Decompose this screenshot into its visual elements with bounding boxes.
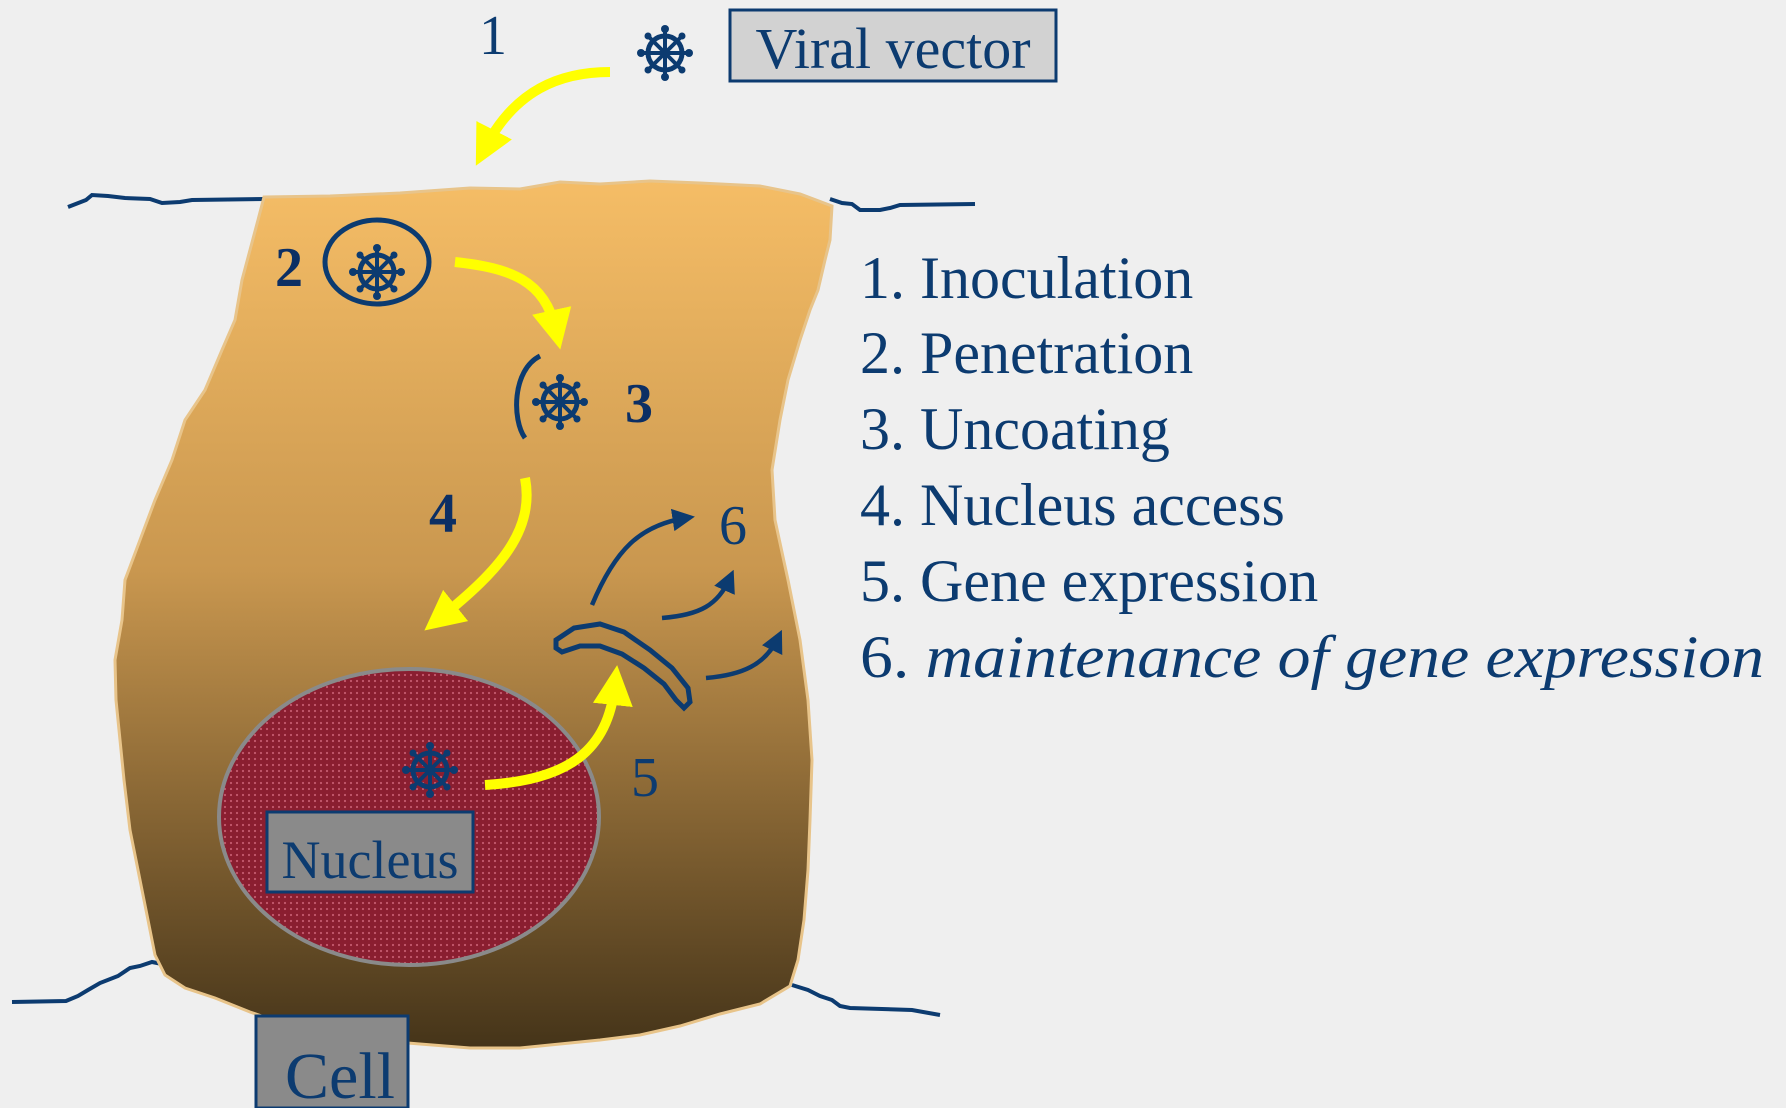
- steps-legend: 1. Inoculation 2. Penetration 3. Uncoati…: [860, 245, 1764, 690]
- step-number-2: 2: [275, 237, 303, 299]
- step-number-4: 4: [429, 483, 457, 545]
- legend-item-5: 5. Gene expression: [860, 548, 1318, 614]
- membrane-line-top-right: [830, 199, 975, 210]
- virus-icon: [637, 25, 693, 81]
- nucleus-label: Nucleus: [282, 830, 459, 890]
- step-number-1: 1: [479, 5, 507, 67]
- legend-item-6: 6. maintenance of gene expression: [860, 624, 1764, 690]
- step-number-6: 6: [719, 495, 747, 557]
- legend-item-6-prefix: 6.: [860, 624, 926, 690]
- step-number-5: 5: [631, 747, 659, 809]
- legend-item-1: 1. Inoculation: [860, 245, 1193, 311]
- legend-item-2: 2. Penetration: [860, 320, 1193, 386]
- viral-vector-label: Viral vector: [755, 16, 1030, 81]
- legend-item-6-text: maintenance of gene expression: [926, 624, 1764, 690]
- step-number-3: 3: [625, 373, 653, 435]
- membrane-line-bottom-right: [792, 985, 940, 1015]
- membrane-line-bottom-left: [12, 962, 162, 1002]
- legend-item-4: 4. Nucleus access: [860, 472, 1285, 538]
- arrow-inoculation-icon: [485, 72, 610, 148]
- cell-label: Cell: [285, 1040, 395, 1108]
- membrane-line-top-left: [68, 195, 265, 207]
- legend-item-3: 3. Uncoating: [860, 396, 1170, 462]
